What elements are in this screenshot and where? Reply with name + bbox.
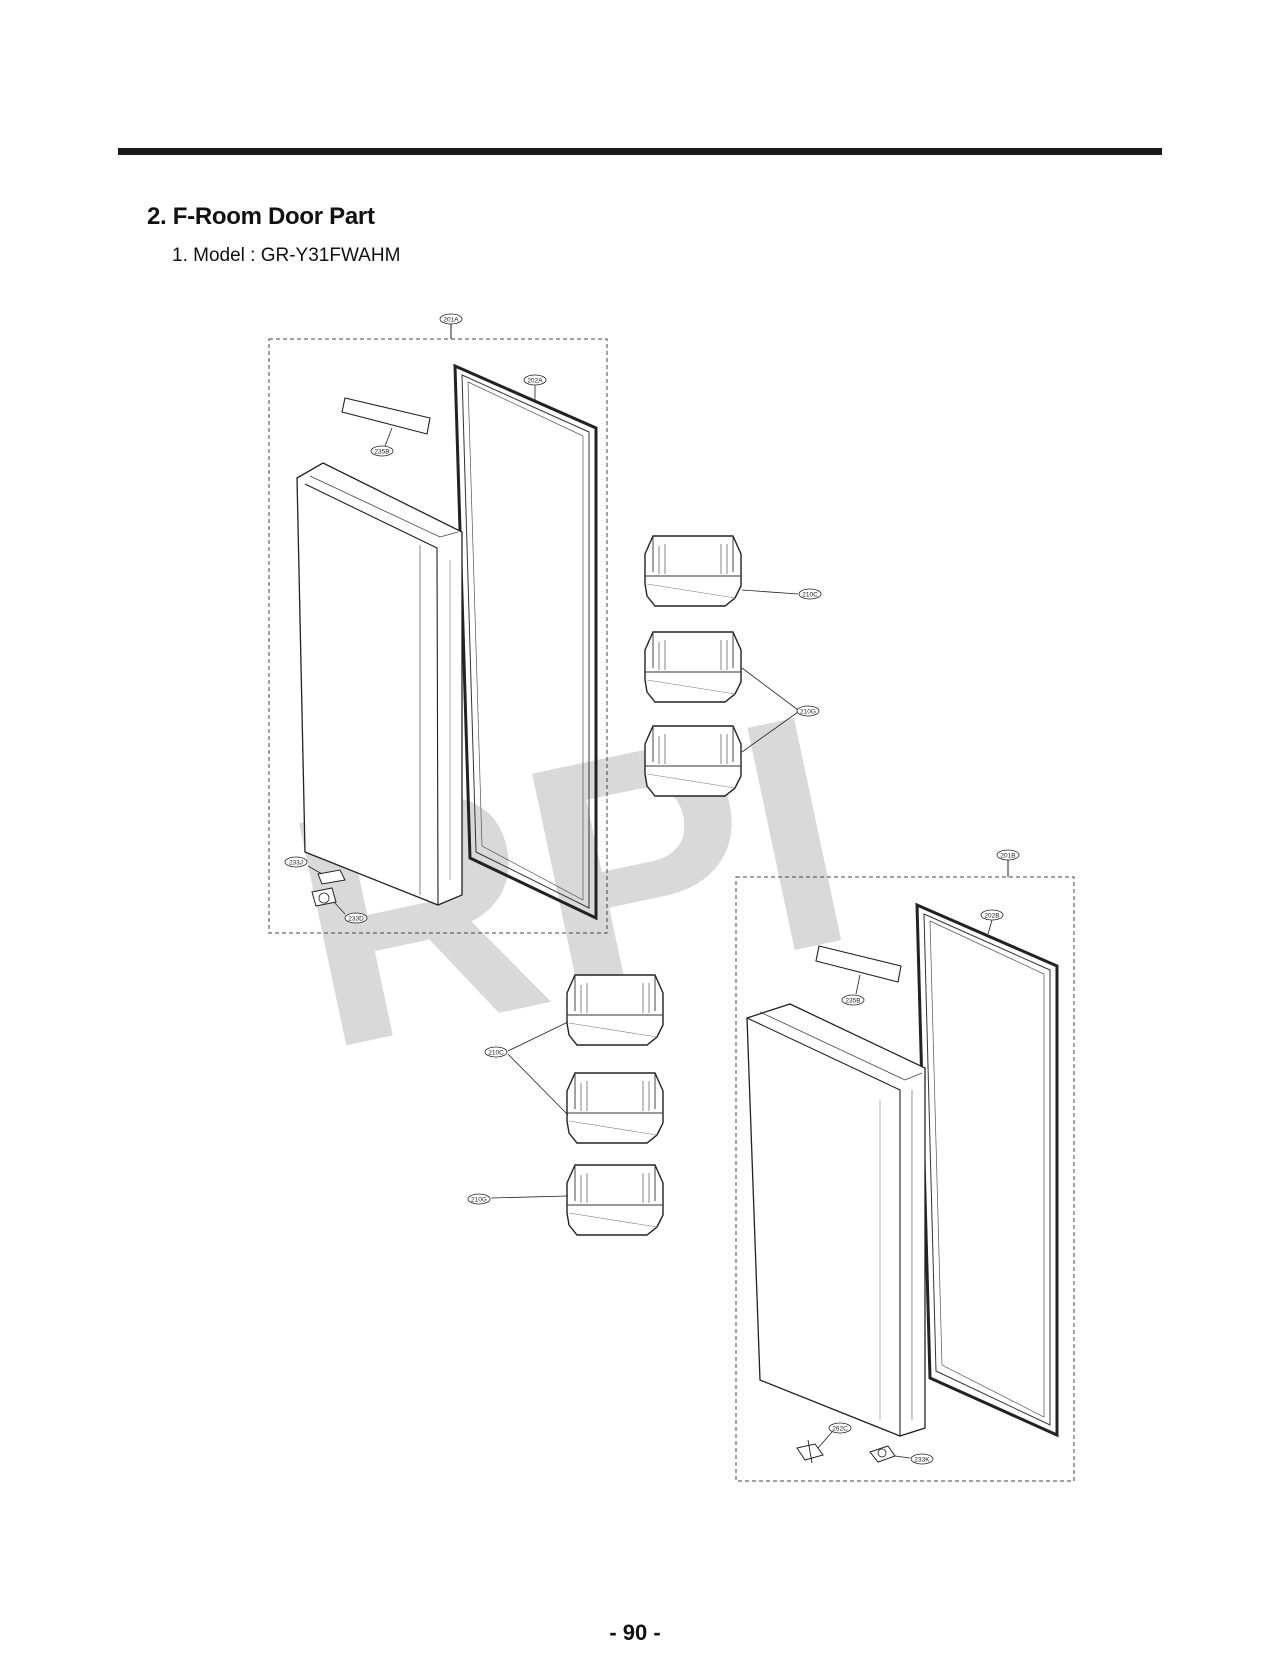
door-bin-210C-lower-2 xyxy=(566,1072,664,1144)
callout-210G-right: 210G xyxy=(796,705,820,717)
svg-text:235B: 235B xyxy=(374,449,389,456)
svg-text:233K: 233K xyxy=(914,1457,930,1464)
svg-text:201B: 201B xyxy=(1000,853,1015,860)
callout-233J: 233J xyxy=(284,856,308,868)
svg-text:210G: 210G xyxy=(471,1197,487,1204)
svg-text:233D: 233D xyxy=(348,916,364,923)
door-bin-210G-lower xyxy=(566,1164,664,1236)
svg-text:201A: 201A xyxy=(443,317,459,324)
door-bin-210C-lower-1 xyxy=(566,974,664,1046)
callout-262C: 262C xyxy=(828,1422,852,1434)
door-bin-210C-upper xyxy=(644,535,742,607)
callout-201A: 201A xyxy=(439,313,463,325)
right-assembly-box xyxy=(735,876,1075,1482)
callout-202A: 202A xyxy=(523,374,547,386)
callout-201B: 201B xyxy=(996,849,1020,861)
left-assembly-box xyxy=(268,338,608,934)
svg-text:202B: 202B xyxy=(984,913,999,920)
model-line: 1. Model : GR-Y31FWAHM xyxy=(172,245,401,266)
header-rule xyxy=(118,148,1162,155)
page-number: - 90 - xyxy=(609,1620,661,1645)
callout-233K: 233K xyxy=(910,1453,934,1465)
svg-text:210G: 210G xyxy=(800,709,816,716)
svg-text:235B: 235B xyxy=(845,998,860,1005)
door-bin-210G-upper-1 xyxy=(644,631,742,703)
callout-235B-right: 235B xyxy=(841,994,865,1006)
svg-text:202A: 202A xyxy=(527,378,543,385)
callout-210C-left: 210C xyxy=(484,1046,508,1058)
callout-210G-left: 210G xyxy=(467,1193,491,1205)
door-bin-210G-upper-2 xyxy=(644,725,742,797)
callout-235B-left: 235B xyxy=(370,445,394,457)
callout-202B: 202B xyxy=(980,909,1004,921)
svg-text:210C: 210C xyxy=(488,1050,504,1057)
svg-text:210C: 210C xyxy=(802,592,818,599)
callout-210C-right: 210C xyxy=(798,588,822,600)
svg-text:233J: 233J xyxy=(289,860,303,867)
section-title: 2. F-Room Door Part xyxy=(147,203,375,230)
callout-233D: 233D xyxy=(344,912,368,924)
svg-text:262C: 262C xyxy=(832,1426,848,1433)
